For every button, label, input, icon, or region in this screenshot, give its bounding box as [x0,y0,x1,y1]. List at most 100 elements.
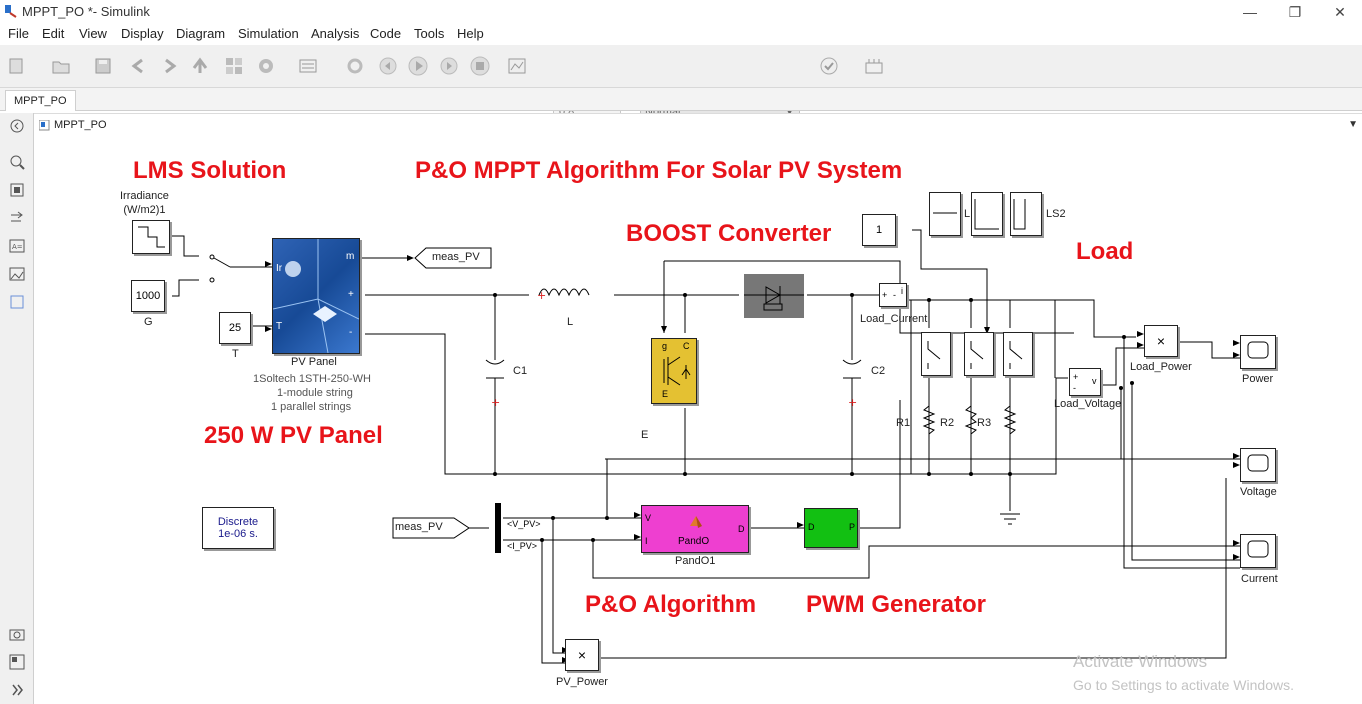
minimize-button[interactable]: — [1243,4,1257,20]
fit-to-view-icon[interactable] [9,182,25,198]
constant-t-label: T [232,348,239,360]
expand-palette-icon[interactable] [9,682,25,698]
constant-one-block[interactable]: 1 [862,214,896,246]
r1-label: R1 [896,417,911,429]
svg-text:A=: A= [12,243,23,251]
pv-panel-desc-3: 1 parallel strings [271,401,352,413]
data-inspector-icon[interactable] [506,55,528,77]
imeas-i: i [901,286,903,296]
c2-label: C2 [871,365,886,377]
load-step-block-3[interactable] [1010,192,1042,236]
menu-help[interactable]: Help [457,26,484,41]
image-icon[interactable] [9,266,25,282]
model-advisor-icon[interactable] [818,55,840,77]
menu-code[interactable]: Code [370,26,402,41]
pwm-generator-title: PWM Generator [806,591,987,618]
diode-block[interactable] [744,274,804,318]
load-step-block-1[interactable] [929,192,961,236]
chevron-down-icon[interactable]: ▼ [1348,119,1358,130]
breaker-switch-2[interactable] [964,332,994,376]
goto-meas-pv-block[interactable]: meas_PV [414,247,492,269]
load-title: Load [1076,238,1134,265]
current-measurement-block[interactable]: + - i [879,283,907,307]
step-back-icon[interactable] [377,55,399,77]
step-forward-icon[interactable] [438,55,460,77]
constant-g-block[interactable]: 1000 [131,280,165,312]
pv-panel-desc-1: 1Soltech 1STH-250-WH [253,373,371,385]
vmeas-minus: - [1073,383,1076,393]
pando-name: PandO [678,536,710,547]
activate-windows-heading: Activate Windows [1073,652,1208,671]
menu-analysis[interactable]: Analysis [311,26,360,41]
imeas-minus: - [893,290,896,300]
from-meas-pv-block[interactable]: meas_PV [392,517,470,539]
bus-selector-block[interactable] [495,503,501,553]
voltage-measurement-block[interactable]: + - v [1069,368,1101,396]
pando-port-i: I [645,536,648,546]
power-scope-label: Power [1242,373,1274,385]
load-power-product-block[interactable]: × [1144,325,1178,357]
powergui-discrete-block[interactable]: Discrete 1e-06 s. [202,507,274,549]
hide-explorer-icon[interactable] [9,118,25,134]
open-folder-icon[interactable] [50,55,72,77]
load-power-label: Load_Power [1130,361,1192,373]
pando-port-d: D [738,524,745,534]
up-arrow-icon[interactable] [189,55,211,77]
menu-view[interactable]: View [79,26,107,41]
po-algorithm-title: P&O Algorithm [585,591,757,618]
current-scope-block[interactable] [1240,534,1276,568]
voltage-scope-block[interactable] [1240,448,1276,482]
screenshot-icon[interactable] [9,626,25,642]
pwm-generator-block[interactable]: D P [804,508,858,548]
pv-panel-desc-2: 1-module string [277,387,353,399]
run-icon[interactable] [407,55,429,77]
scope-icon [1247,341,1269,359]
area-icon[interactable] [9,294,25,310]
restore-button[interactable]: ❐ [1288,4,1302,20]
menu-file[interactable]: File [8,26,29,41]
title-bar: MPPT_PO *- Simulink — ❐ ✕ [0,0,1362,24]
forward-arrow-icon[interactable] [158,55,180,77]
close-button[interactable]: ✕ [1334,4,1346,20]
save-icon[interactable] [92,55,114,77]
load-step-label-l: L [964,208,971,220]
annotation-icon[interactable]: A= [9,238,25,254]
pv-panel-block[interactable]: Ir T m + - [272,238,360,354]
settings-gear-icon[interactable] [255,55,277,77]
igbt-block[interactable]: g C E [651,338,697,404]
load-step-block-2[interactable] [971,192,1003,236]
update-diagram-icon[interactable] [344,55,366,77]
tab-mppt-po[interactable]: MPPT_PO [5,90,76,111]
build-model-icon[interactable] [863,55,885,77]
power-scope-block[interactable] [1240,335,1276,369]
svg-text:+: + [491,396,500,409]
model-browser-icon[interactable] [9,654,25,670]
step-signal-icon [933,212,957,214]
breaker-switch-1[interactable] [921,332,951,376]
pv-power-product-block[interactable]: × [565,639,599,671]
zoom-icon[interactable] [9,154,25,170]
model-canvas[interactable]: +++ LMS Solution P&O MPPT Algorithm For … [34,138,1362,704]
address-bar[interactable]: MPPT_PO ▼ [34,113,1362,139]
back-arrow-icon[interactable] [128,55,150,77]
pando-function-block[interactable]: V I D PandO [641,505,749,553]
breaker-switch-3[interactable] [1003,332,1033,376]
simulink-app-icon [5,5,17,18]
irradiance-step-block[interactable] [132,220,170,254]
left-palette: A= [0,113,34,704]
pwm-port-p: P [849,522,856,532]
vmeas-v: v [1092,376,1097,386]
menu-display[interactable]: Display [121,26,164,41]
menu-simulation[interactable]: Simulation [238,26,299,41]
library-browser-icon[interactable] [223,55,245,77]
menu-diagram[interactable]: Diagram [176,26,226,41]
constant-t-block[interactable]: 25 [219,312,251,344]
stop-icon[interactable] [469,55,491,77]
arrow-shortcut-icon[interactable] [9,210,25,226]
new-model-icon[interactable] [6,55,28,77]
from-tag-shape [392,517,470,539]
menu-tools[interactable]: Tools [414,26,445,41]
menu-edit[interactable]: Edit [42,26,65,41]
pv-port-minus: - [349,327,353,338]
model-explorer-icon[interactable] [297,55,319,77]
